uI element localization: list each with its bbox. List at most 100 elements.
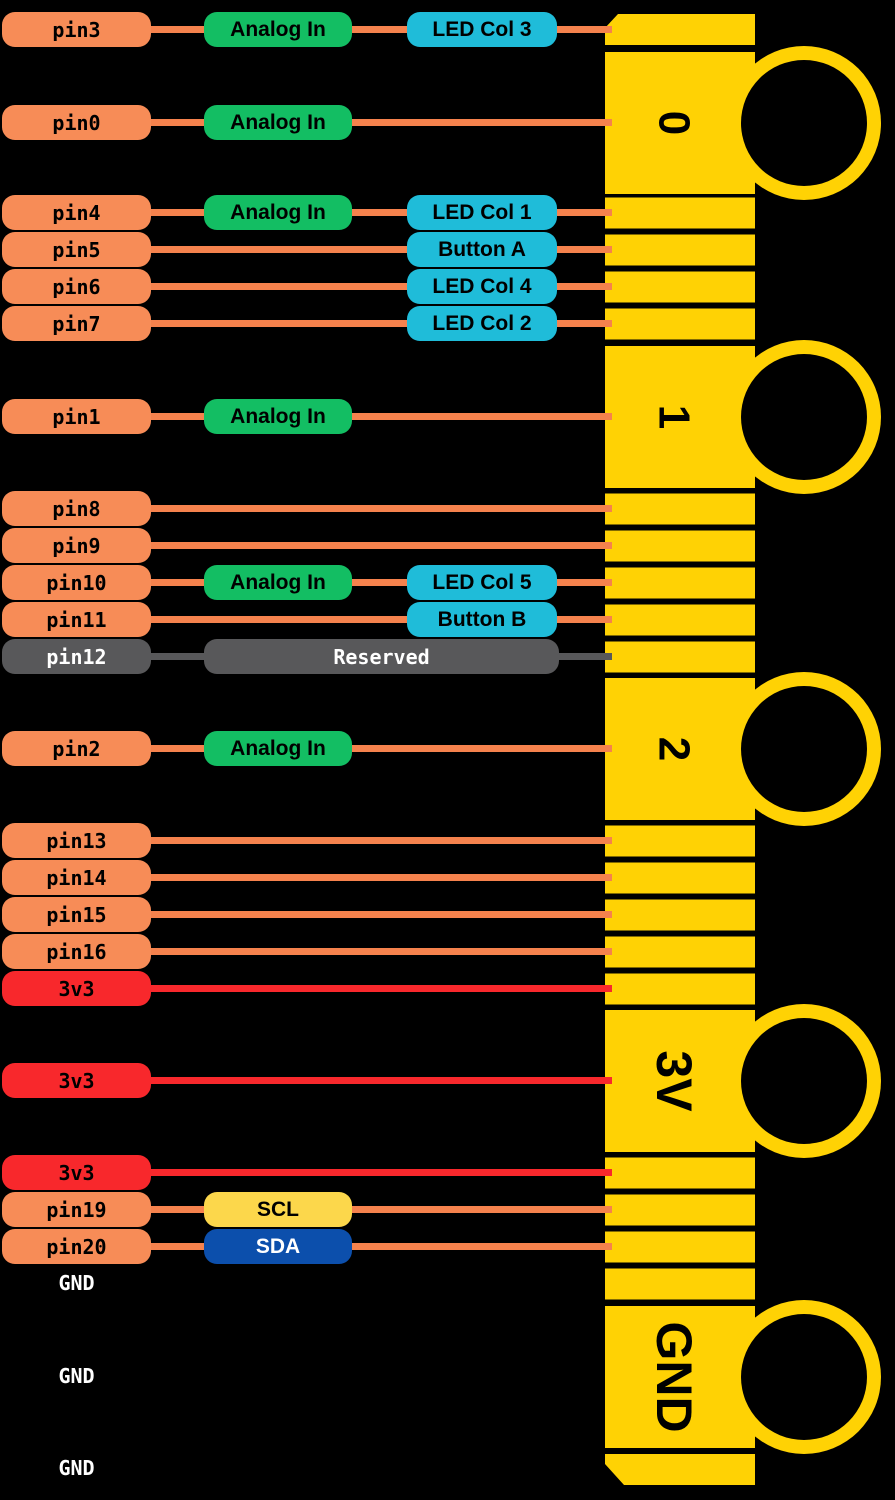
connector-strip	[605, 234, 755, 266]
wire	[151, 874, 612, 881]
connector-strip	[605, 825, 755, 857]
wire	[151, 616, 407, 623]
connector-pad-label: 1	[650, 405, 699, 429]
pin-label-pill: 3v3	[2, 1063, 151, 1098]
connector-hole	[741, 60, 867, 186]
connector-pad-label: 3V	[646, 1050, 702, 1112]
pin-label-pill: pin10	[2, 565, 151, 600]
function-badge: Analog In	[204, 105, 352, 140]
connector-strip	[605, 899, 755, 931]
connector-strip	[605, 567, 755, 599]
connector-strip	[605, 1157, 755, 1189]
gnd-label: GND	[58, 1271, 95, 1295]
wire	[557, 246, 612, 253]
pin-label-pill: pin5	[2, 232, 151, 267]
gnd-label: GND	[58, 1456, 95, 1480]
wire	[352, 1206, 612, 1213]
function-badge: Button A	[407, 232, 557, 267]
function-badge: LED Col 3	[407, 12, 557, 47]
pin-label-pill: pin3	[2, 12, 151, 47]
wire	[352, 119, 612, 126]
wire	[352, 209, 407, 216]
wire	[151, 209, 204, 216]
connector-hole	[741, 1314, 867, 1440]
wire	[151, 911, 612, 918]
pin-label-pill: pin11	[2, 602, 151, 637]
pin-label-pill: pin19	[2, 1192, 151, 1227]
connector-pad-label: 0	[650, 111, 699, 135]
wire	[151, 1169, 612, 1176]
wire	[151, 283, 407, 290]
connector-strip	[605, 973, 755, 1005]
wire	[151, 985, 612, 992]
connector-strip	[605, 862, 755, 894]
pin-label-pill: pin9	[2, 528, 151, 563]
pin-label-pill: pin2	[2, 731, 151, 766]
function-badge: LED Col 5	[407, 565, 557, 600]
wire	[557, 616, 612, 623]
pin-label-pill: pin12	[2, 639, 151, 674]
wire	[151, 413, 204, 420]
wire	[151, 505, 612, 512]
connector-hole	[741, 686, 867, 812]
pin-label-pill: pin15	[2, 897, 151, 932]
function-badge: LED Col 1	[407, 195, 557, 230]
function-badge: Analog In	[204, 399, 352, 434]
wire	[151, 119, 204, 126]
wire	[151, 246, 407, 253]
connector-strip	[605, 604, 755, 636]
wire	[352, 1243, 612, 1250]
pin-label-pill: pin4	[2, 195, 151, 230]
wire	[557, 320, 612, 327]
pin-label-pill: 3v3	[2, 971, 151, 1006]
function-badge: LED Col 4	[407, 269, 557, 304]
function-badge: Reserved	[204, 639, 559, 674]
wire	[352, 413, 612, 420]
pin-label-pill: pin13	[2, 823, 151, 858]
wire	[151, 745, 204, 752]
pin-label-pill: pin7	[2, 306, 151, 341]
pin-label-pill: pin1	[2, 399, 151, 434]
wire	[151, 320, 407, 327]
connector-strip	[605, 936, 755, 968]
gnd-label: GND	[58, 1364, 95, 1388]
connector-strip	[605, 1268, 755, 1300]
wire	[557, 283, 612, 290]
wire	[151, 837, 612, 844]
function-badge: Button B	[407, 602, 557, 637]
wire	[151, 1077, 612, 1084]
function-badge: LED Col 2	[407, 306, 557, 341]
function-badge: SDA	[204, 1229, 352, 1264]
connector-hole	[741, 1018, 867, 1144]
connector-strip	[605, 1194, 755, 1226]
wire	[352, 579, 407, 586]
wire	[151, 653, 204, 660]
pin-label-pill: pin0	[2, 105, 151, 140]
connector-strip	[605, 493, 755, 525]
wire	[557, 209, 612, 216]
wire	[151, 26, 204, 33]
wire	[151, 579, 204, 586]
pin-label-pill: pin20	[2, 1229, 151, 1264]
wire	[352, 26, 407, 33]
pin-label-pill: pin14	[2, 860, 151, 895]
wire	[151, 542, 612, 549]
wire	[151, 1206, 204, 1213]
function-badge: Analog In	[204, 565, 352, 600]
function-badge: Analog In	[204, 731, 352, 766]
connector-strip	[605, 1454, 755, 1485]
connector-strip	[605, 197, 755, 229]
connector-strip	[605, 14, 755, 45]
pin-label-pill: pin16	[2, 934, 151, 969]
wire	[352, 745, 612, 752]
function-badge: Analog In	[204, 195, 352, 230]
connector-strip	[605, 308, 755, 340]
connector-hole	[741, 354, 867, 480]
connector-pad-label: 2	[650, 737, 699, 761]
function-badge: Analog In	[204, 12, 352, 47]
connector-strip	[605, 271, 755, 303]
wire	[557, 579, 612, 586]
function-badge: SCL	[204, 1192, 352, 1227]
